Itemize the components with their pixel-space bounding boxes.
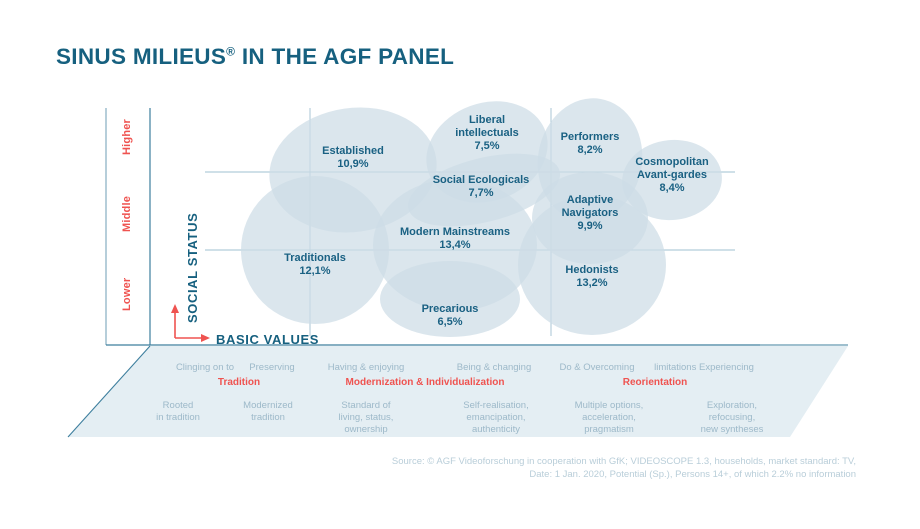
- bubble-value: 13,4%: [439, 239, 471, 251]
- source-line-1: Source: © AGF Videoforschung in cooperat…: [391, 456, 856, 467]
- floor-cell-3: Self-realisation,emancipation,authentici…: [463, 400, 529, 435]
- floor-cell-5: Exploration,refocusing,new syntheses: [700, 400, 764, 435]
- group-header-0: Tradition: [217, 377, 261, 388]
- arrow-up-icon: [171, 304, 179, 313]
- y-tick-higher: Higher: [121, 118, 133, 155]
- bubble-value: 7,5%: [474, 140, 500, 152]
- group-header-1: Modernization & Individualization: [345, 377, 505, 388]
- floor-top-edge: [150, 346, 848, 347]
- floor-left-edge: [67, 345, 151, 438]
- column-header-2: Having & enjoying: [327, 362, 405, 373]
- bubble-value: 8,2%: [577, 144, 603, 156]
- bubble-name: Modern Mainstreams: [399, 226, 511, 238]
- bubble-name: Performers: [560, 131, 620, 143]
- source-note: Source: © AGF Videoforschung in cooperat…: [392, 455, 856, 481]
- bubble-value: 12,1%: [299, 265, 331, 277]
- bubble-name: Precarious: [421, 303, 479, 315]
- y-axis-title: SOCIAL STATUS: [185, 212, 200, 323]
- x-axis-title: BASIC VALUES: [216, 332, 320, 347]
- bubble-value: 9,9%: [577, 220, 603, 232]
- page-title-text: SINUS MILIEUS: [56, 44, 227, 69]
- bubble-value: 10,9%: [337, 158, 369, 170]
- column-header-1: Preserving: [249, 362, 295, 373]
- bubble-name: Traditionals: [284, 252, 346, 264]
- page-title: SINUS MILIEUS® IN THE AGF PANEL: [56, 44, 454, 70]
- group-header-2: Reorientation: [622, 377, 688, 388]
- column-header-3: Being & changing: [456, 362, 532, 373]
- bubble-value: 8,4%: [659, 182, 685, 194]
- bubble-name: Established: [322, 145, 384, 157]
- bubble-group: [241, 98, 726, 337]
- bubble-precarious[interactable]: [380, 261, 520, 337]
- bubble-name: Hedonists: [565, 264, 619, 276]
- arrow-right-icon: [201, 334, 210, 342]
- registered-mark-icon: ®: [226, 44, 236, 59]
- axis-arrows: [171, 304, 210, 342]
- bubble-hedonists[interactable]: [518, 195, 666, 335]
- bubble-value: 6,5%: [437, 316, 463, 328]
- bubble-value: 7,7%: [468, 187, 494, 199]
- floor-panel: [68, 346, 848, 437]
- y-tick-middle: Middle: [121, 195, 133, 232]
- y-tick-lower: Lower: [121, 277, 133, 311]
- column-header-0: Clinging on to: [175, 362, 235, 373]
- page-title-suffix: IN THE AGF PANEL: [235, 44, 455, 69]
- bubble-cosmopolitan-avant-gardes[interactable]: [618, 135, 726, 225]
- bubble-value: 13,2%: [576, 277, 608, 289]
- source-line-2: Date: 1 Jan. 2020, Potential (Sp.), Pers…: [529, 469, 856, 480]
- column-header-4: Do & Overcoming: [559, 362, 635, 373]
- bubble-traditionals[interactable]: [241, 176, 389, 324]
- floor-cell-4: Multiple options,acceleration,pragmatism: [574, 400, 644, 435]
- column-header-5: limitations Experiencing: [654, 362, 754, 373]
- bubble-name: Social Ecologicals: [432, 174, 530, 186]
